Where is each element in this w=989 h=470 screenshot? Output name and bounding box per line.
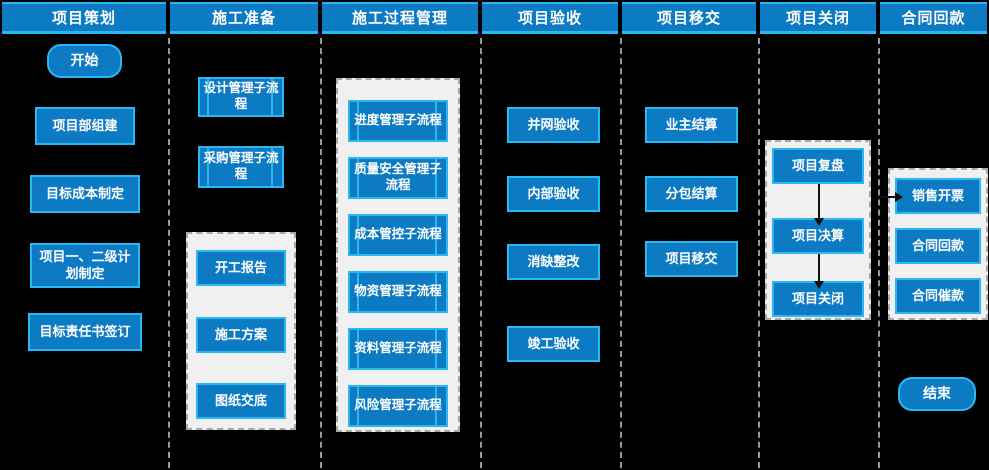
lane-separator-2: [480, 38, 482, 468]
lane-header-lane-process[interactable]: 施工过程管理: [322, 2, 478, 34]
node-plan-levels[interactable]: 项目一、二级计划制定: [30, 243, 140, 288]
lane-separator-4: [758, 38, 760, 468]
node-label: 消缺整改: [527, 253, 580, 269]
node-schedule-sub[interactable]: 进度管理子流程: [348, 100, 448, 142]
node-label: 目标责任书签订: [39, 323, 131, 339]
node-procure-mgmt[interactable]: 采购管理子流程: [198, 146, 284, 188]
arrow-head-icon: [814, 281, 824, 289]
node-project-review[interactable]: 项目复盘: [772, 148, 864, 184]
node-grid-accept[interactable]: 并网验收: [507, 107, 600, 143]
lane-header-label: 项目策划: [51, 10, 116, 27]
node-sub-settle[interactable]: 分包结算: [645, 176, 738, 212]
node-label: 项目复盘: [791, 157, 844, 173]
lane-separator-5: [878, 38, 880, 468]
node-target-cost[interactable]: 目标成本制定: [30, 175, 140, 213]
node-final-accept[interactable]: 竣工验收: [507, 326, 600, 362]
node-internal-accept[interactable]: 内部验收: [507, 176, 600, 212]
node-label: 合同催款: [911, 287, 964, 303]
node-label: 成本管控子流程: [354, 227, 442, 242]
node-start-report[interactable]: 开工报告: [196, 250, 286, 286]
arrow-head-icon: [814, 218, 824, 226]
node-project-handover[interactable]: 项目移交: [645, 241, 738, 277]
lane-header-lane-acceptance[interactable]: 项目验收: [482, 2, 618, 34]
node-risk-sub[interactable]: 风险管理子流程: [348, 385, 448, 427]
node-label: 项目部组建: [52, 117, 118, 133]
node-label: 资料管理子流程: [354, 341, 442, 356]
node-start[interactable]: 开始: [47, 44, 122, 78]
lane-header-label: 合同回款: [901, 10, 966, 27]
node-label: 开始: [70, 52, 99, 69]
node-cost-ctrl-sub[interactable]: 成本管控子流程: [348, 214, 448, 256]
arrow-head-icon: [895, 192, 903, 202]
node-end[interactable]: 结束: [898, 377, 976, 411]
node-label: 结束: [923, 385, 951, 402]
lane-header-lane-close[interactable]: 项目关闭: [760, 2, 876, 34]
arrow-shaft: [818, 184, 820, 218]
node-label: 项目关闭: [791, 290, 844, 306]
node-label: 物资管理子流程: [354, 284, 442, 299]
node-material-sub[interactable]: 物资管理子流程: [348, 271, 448, 313]
node-label: 内部验收: [527, 185, 580, 201]
node-label: 图纸交底: [214, 392, 267, 408]
node-contract-dunning[interactable]: 合同催款: [895, 278, 981, 314]
node-label: 开工报告: [214, 259, 267, 275]
node-project-dept[interactable]: 项目部组建: [35, 107, 135, 145]
lane-header-lane-planning[interactable]: 项目策划: [2, 2, 166, 34]
node-defect-fix[interactable]: 消缺整改: [507, 244, 600, 280]
node-construct-plan[interactable]: 施工方案: [196, 317, 286, 353]
node-design-mgmt[interactable]: 设计管理子流程: [198, 77, 284, 117]
lane-separator-3: [620, 38, 622, 468]
lane-header-label: 项目验收: [517, 10, 582, 27]
node-contract-payment[interactable]: 合同回款: [895, 228, 981, 264]
lane-header-lane-payment[interactable]: 合同回款: [880, 2, 987, 34]
node-label: 风险管理子流程: [354, 398, 442, 413]
node-label: 分包结算: [665, 185, 718, 201]
node-label: 竣工验收: [527, 335, 580, 351]
lane-separator-1: [320, 38, 322, 468]
node-owner-settle[interactable]: 业主结算: [645, 107, 738, 143]
node-quality-safety-sub[interactable]: 质量安全管理子流程: [348, 157, 448, 199]
lane-header-label: 项目移交: [656, 10, 721, 27]
node-label: 设计管理子流程: [203, 81, 279, 111]
node-label: 业主结算: [665, 116, 718, 132]
arrow-shaft: [880, 196, 895, 198]
lane-header-label: 施工准备: [211, 10, 276, 27]
node-label: 目标成本制定: [45, 185, 124, 201]
node-sales-invoice[interactable]: 销售开票: [895, 178, 981, 214]
lane-header-lane-handover[interactable]: 项目移交: [622, 2, 756, 34]
node-label: 施工方案: [214, 326, 267, 342]
node-label: 进度管理子流程: [354, 113, 442, 128]
lane-header-label: 项目关闭: [785, 10, 850, 27]
node-label: 销售开票: [911, 187, 964, 203]
node-label: 质量安全管理子流程: [354, 162, 442, 192]
node-docs-sub[interactable]: 资料管理子流程: [348, 328, 448, 370]
node-final-account[interactable]: 项目决算: [772, 218, 864, 254]
node-label: 项目一、二级计划制定: [39, 249, 131, 281]
node-resp-sign[interactable]: 目标责任书签订: [28, 313, 142, 351]
node-label: 项目决算: [791, 227, 844, 243]
lane-separator-0: [168, 38, 170, 468]
node-label: 合同回款: [911, 237, 964, 253]
node-drawing-brief[interactable]: 图纸交底: [196, 383, 286, 419]
node-label: 并网验收: [527, 116, 580, 132]
arrow-shaft: [818, 254, 820, 281]
node-label: 项目移交: [665, 250, 718, 266]
node-label: 采购管理子流程: [203, 151, 279, 181]
lane-header-label: 施工过程管理: [351, 10, 448, 27]
lane-header-lane-prep[interactable]: 施工准备: [170, 2, 318, 34]
